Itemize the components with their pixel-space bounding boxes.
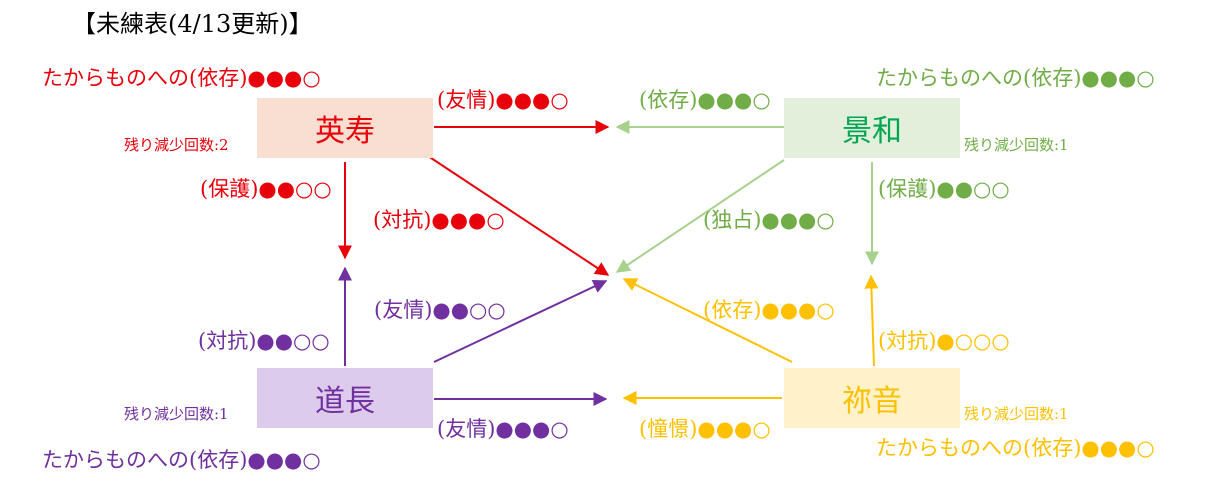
kei-treasure-label: たからものへの(依存)●●●○	[876, 66, 1155, 90]
edge-label-ne-oppose: (対抗)●○○○	[878, 329, 1010, 353]
edge-label-michi-friend-center: (友情)●●○○	[374, 298, 506, 322]
arrow-kei-to-center	[615, 159, 785, 273]
hide-remaining-count: 残り減少回数:2	[124, 136, 229, 154]
page-title: 【未練表(4/13更新)】	[72, 10, 313, 38]
edge-label-michi-friend: (友情)●●●○	[437, 417, 569, 441]
arrow-michi-to-center	[433, 280, 608, 363]
edge-label-michi-oppose: (対抗)●●○○	[198, 329, 330, 353]
edge-label-ne-depend: (依存)●●●○	[703, 298, 835, 322]
edge-label-kei-monopoly: (独占)●●●○	[703, 208, 835, 232]
arrow-hide-to-center	[427, 155, 610, 276]
michi-remaining-count: 残り減少回数:1	[124, 405, 229, 423]
node-kei: 景和	[784, 98, 960, 158]
node-ne: 祢音	[784, 368, 960, 428]
edge-label-ne-admire: (憧憬)●●●○	[639, 417, 771, 441]
node-michi: 道長	[257, 368, 433, 428]
edge-label-kei-depend: (依存)●●●○	[639, 88, 771, 112]
edge-label-hide-protect: (保護)●●○○	[200, 177, 332, 201]
edge-label-hide-oppose: (対抗)●●●○	[373, 208, 505, 232]
node-hide: 英寿	[257, 98, 433, 158]
edge-label-hide-friend: (友情)●●●○	[437, 88, 569, 112]
arrow-ne-to-center	[622, 278, 793, 363]
edge-label-kei-protect: (保護)●●○○	[878, 177, 1010, 201]
hide-treasure-label: たからものへの(依存)●●●○	[42, 66, 321, 90]
kei-remaining-count: 残り減少回数:1	[964, 136, 1069, 154]
ne-remaining-count: 残り減少回数:1	[964, 405, 1069, 423]
arrow-ne-up	[864, 274, 879, 367]
ne-treasure-label: たからものへの(依存)●●●○	[876, 436, 1155, 460]
michi-treasure-label: たからものへの(依存)●●●○	[42, 448, 321, 472]
